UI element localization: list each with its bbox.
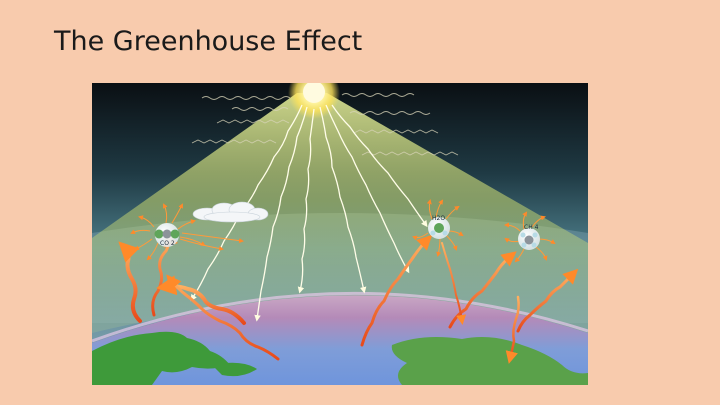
co2-molecule: CO 2: [154, 223, 180, 247]
landmass-right: [391, 337, 588, 385]
incoming-solar-rays: [190, 104, 428, 322]
sun-core: [303, 83, 325, 103]
sunlight-beam: [92, 93, 588, 333]
h2o-label: H2O: [432, 215, 445, 222]
ch4-molecule: CH 4: [518, 224, 540, 250]
h2o-molecule: H2O: [428, 215, 450, 239]
ch4-label: CH 4: [524, 224, 539, 231]
landmass-left-2: [212, 362, 257, 377]
slide-title: The Greenhouse Effect: [54, 26, 363, 57]
infrared-arrows: [118, 231, 579, 364]
earth-rim-glow: [92, 291, 588, 343]
sun-radiation-waves: [191, 93, 459, 156]
co2-label: CO 2: [160, 240, 175, 247]
cloud: [192, 201, 269, 223]
greenhouse-illustration: CO 2 H2O CH 4: [92, 83, 588, 385]
landmass-left: [92, 331, 230, 385]
